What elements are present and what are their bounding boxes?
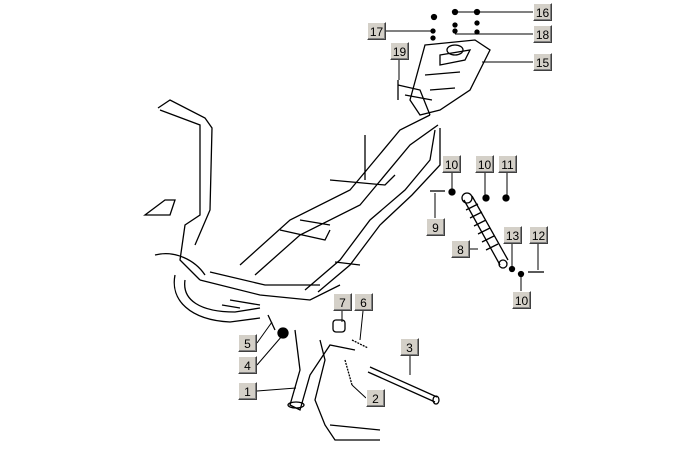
callout-6[interactable]: 6 bbox=[354, 293, 373, 311]
callout-9[interactable]: 9 bbox=[426, 218, 445, 236]
callout-19[interactable]: 19 bbox=[390, 42, 409, 60]
callout-1[interactable]: 1 bbox=[238, 382, 257, 400]
callout-13[interactable]: 13 bbox=[503, 226, 522, 244]
callout-10[interactable]: 10 bbox=[475, 155, 494, 173]
callout-16[interactable]: 16 bbox=[533, 3, 552, 21]
callout-10[interactable]: 10 bbox=[512, 291, 531, 309]
callout-7[interactable]: 7 bbox=[333, 293, 352, 311]
callout-4[interactable]: 4 bbox=[238, 356, 257, 374]
callout-3[interactable]: 3 bbox=[400, 338, 419, 356]
callout-18[interactable]: 18 bbox=[533, 25, 552, 43]
callout-8[interactable]: 8 bbox=[451, 240, 470, 258]
scooter-frame bbox=[143, 84, 441, 323]
callout-11[interactable]: 11 bbox=[498, 155, 517, 173]
callout-5[interactable]: 5 bbox=[238, 334, 257, 352]
rear-rack bbox=[409, 39, 491, 116]
leader-lines bbox=[256, 11, 539, 399]
callout-2[interactable]: 2 bbox=[366, 389, 385, 407]
hardware-bolts bbox=[277, 8, 525, 339]
center-stand bbox=[267, 314, 440, 441]
callout-12[interactable]: 12 bbox=[529, 226, 548, 244]
shock-absorber bbox=[461, 192, 509, 269]
callout-15[interactable]: 15 bbox=[533, 53, 552, 71]
callout-17[interactable]: 17 bbox=[367, 22, 386, 40]
callout-10[interactable]: 10 bbox=[442, 155, 461, 173]
